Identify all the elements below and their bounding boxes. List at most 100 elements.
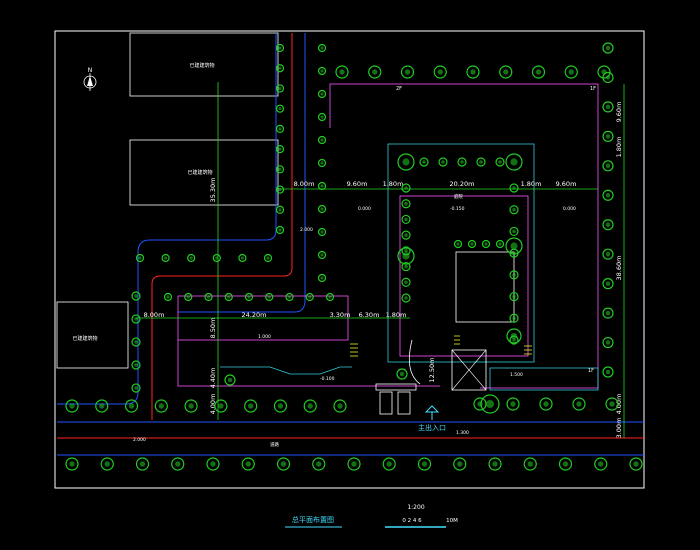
tree-icon (317, 43, 327, 53)
tree-icon (523, 457, 537, 471)
main-building-outline (399, 195, 529, 357)
tree-canopy (247, 295, 251, 299)
dim-8-00-mid: 8.00m (144, 311, 165, 319)
drawing-title: 总平面布置图 (292, 515, 334, 524)
tree-canopy (320, 276, 324, 280)
tree-icon (539, 397, 553, 411)
tree-canopy (477, 401, 483, 407)
site-boundary-lower (177, 295, 440, 387)
tree-icon (433, 65, 447, 79)
entrance-ramp (408, 339, 421, 385)
tree-canopy (278, 86, 282, 91)
tree-icon (285, 292, 294, 302)
floor-mark-1f-top: 1F (590, 86, 596, 92)
tree-icon (275, 145, 285, 154)
scale-ratio: 1:200 (407, 504, 424, 511)
tree-icon (506, 397, 520, 411)
tree-canopy (605, 222, 611, 227)
tree-icon (594, 457, 608, 471)
dim-3-00: 3.00m (615, 418, 623, 439)
tree-canopy (134, 363, 138, 367)
tree-canopy (457, 461, 463, 467)
elevation-2-000: 2.000 (300, 227, 313, 233)
tree-icon (317, 66, 327, 76)
tree-canopy (320, 92, 324, 96)
dim-3-30: 3.30m (330, 311, 351, 319)
tree-icon (499, 65, 513, 79)
floor-mark-2f: 2F (396, 86, 402, 92)
tree-icon (244, 399, 258, 413)
tree-canopy (278, 228, 282, 232)
tree-canopy (138, 256, 142, 260)
tree-icon (401, 183, 411, 193)
dim-1-80-left: 1.80m (383, 180, 404, 188)
tree-canopy (404, 233, 408, 237)
tree-canopy (402, 158, 410, 166)
tree-icon (396, 368, 408, 380)
tree-canopy (320, 184, 324, 188)
existing-building-left (56, 301, 129, 369)
tree-icon (273, 399, 288, 413)
elevation-neg-0-100: -0.100 (320, 376, 335, 382)
tree-canopy (510, 242, 518, 250)
tree-icon (275, 124, 285, 133)
tree-icon (325, 292, 335, 302)
tree-canopy (337, 403, 343, 409)
tree-canopy (227, 377, 233, 383)
tree-icon (333, 399, 347, 413)
tree-icon (509, 291, 519, 302)
tree-icon (317, 181, 327, 191)
tree-icon (131, 337, 141, 347)
dim-35-30: 35.30m (209, 178, 217, 203)
stair-core-cross (451, 349, 487, 391)
tree-icon (305, 292, 314, 302)
tree-icon (466, 65, 480, 79)
tree-icon (131, 291, 141, 301)
dim-4-00-right: 4.00m (615, 394, 623, 415)
tree-icon (317, 112, 327, 122)
tree-icon (531, 65, 546, 79)
tree-canopy (576, 401, 582, 407)
tree-canopy (512, 338, 516, 342)
tree-icon (212, 253, 221, 263)
tree-canopy (128, 403, 135, 409)
tree-icon (265, 292, 274, 302)
tree-icon (401, 277, 411, 287)
tree-icon (505, 153, 523, 171)
tree-icon (495, 157, 505, 167)
tree-icon (509, 313, 519, 323)
scale-ticks: 0 2 4 6 (402, 518, 422, 524)
stair-symbol-west (350, 343, 358, 357)
tree-canopy (278, 107, 282, 111)
dim-4-00: 4.00m (209, 394, 217, 415)
tree-icon (124, 399, 139, 413)
tree-icon (509, 205, 519, 215)
tree-icon (476, 157, 486, 167)
tree-icon (417, 457, 432, 471)
tree-canopy (278, 147, 282, 151)
tree-icon (602, 42, 614, 54)
tree-icon (481, 239, 491, 249)
tree-canopy (139, 461, 146, 467)
courtyard-pavilion (455, 251, 515, 323)
tree-canopy (266, 256, 270, 260)
tree-canopy (307, 403, 313, 409)
parking-area (375, 383, 417, 415)
tree-icon (602, 307, 614, 319)
tree-icon (275, 104, 285, 113)
tree-icon (100, 457, 114, 471)
tree-canopy (186, 295, 190, 299)
tree-icon (335, 65, 349, 79)
tree-icon (602, 336, 614, 349)
tree-canopy (320, 69, 324, 73)
tree-canopy (287, 295, 292, 299)
tree-canopy (498, 160, 502, 164)
tree-icon (457, 157, 467, 167)
tree-icon (602, 278, 614, 290)
tree-icon (131, 360, 141, 370)
tree-canopy (386, 461, 392, 467)
existing-building-top (129, 32, 279, 97)
elevation-2-000-road: 2.000 (133, 437, 146, 443)
tree-canopy (605, 75, 611, 80)
